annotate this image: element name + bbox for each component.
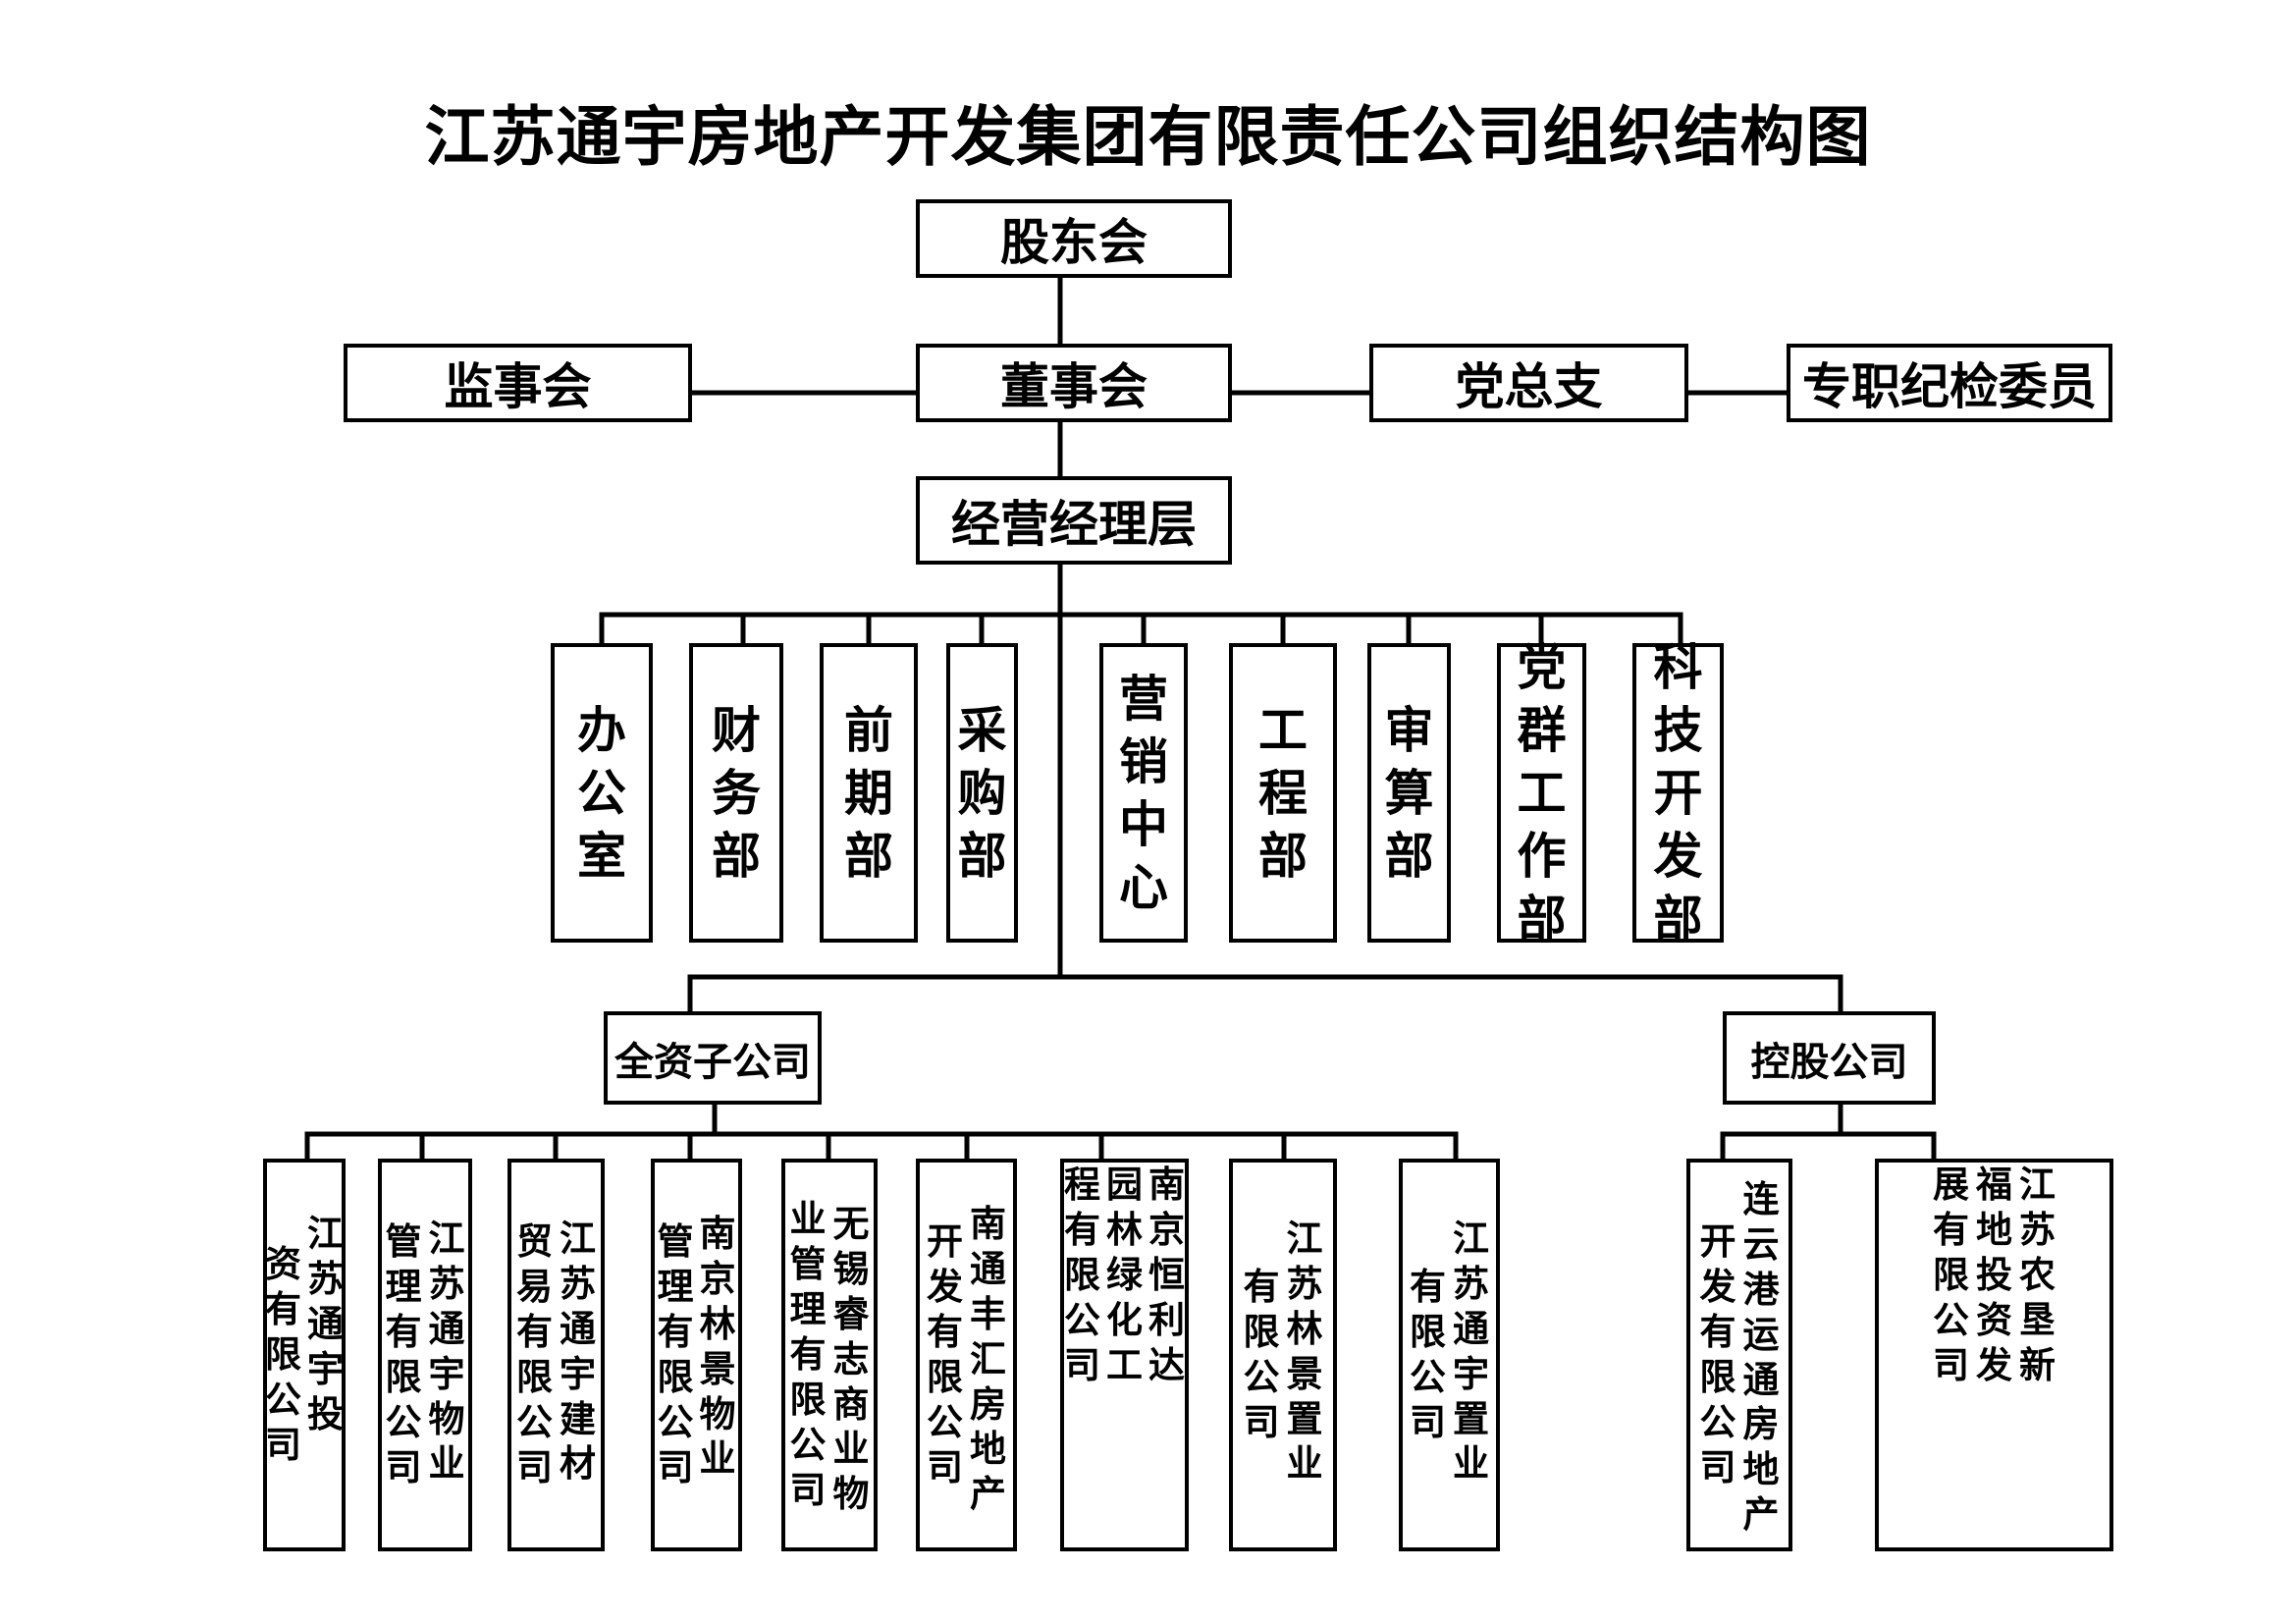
department-label: 党群工作部: [1517, 638, 1567, 947]
management-label: 经营经理层: [951, 496, 1197, 553]
holding-box: 控股公司: [1723, 1011, 1936, 1105]
party-branch-box: 党总支: [1369, 344, 1688, 422]
company-name-col2: 业管理有限公司: [789, 1198, 827, 1511]
company-name-col2: 开发有限公司: [927, 1220, 963, 1489]
company-nanjing-linjing-property: 南京林景物业 管理有限公司: [651, 1159, 742, 1551]
company-name-col2: 管理有限公司: [385, 1220, 422, 1489]
board-label: 董事会: [1000, 358, 1148, 415]
company-name-col2: 园林绿化工: [1106, 1164, 1143, 1386]
party-branch-label: 党总支: [1455, 358, 1603, 415]
company-nantong-fenghui-real-estate: 南通丰汇房地产 开发有限公司: [916, 1159, 1017, 1551]
company-nanjing-henglida-landscaping: 南京恒利达 园林绿化工 程有限公司: [1060, 1159, 1189, 1551]
company-jiangsu-linjing-real-estate: 江苏林景置业 有限公司: [1229, 1159, 1337, 1551]
company-name-col1: 江苏农垦新: [2019, 1164, 2056, 1386]
company-name-col2: 福地投资发: [1976, 1164, 2012, 1386]
company-jiangsu-tongyu-real-estate: 江苏通宇置业 有限公司: [1399, 1159, 1500, 1551]
company-tongyu-property-mgmt: 江苏通宇物业 管理有限公司: [378, 1159, 472, 1551]
company-tongyu-investment: 江苏通宇投 资有限公司: [263, 1159, 346, 1551]
department-label: 采购部: [957, 701, 1007, 885]
company-name-col3: 程有限公司: [1064, 1164, 1100, 1386]
department-marketing: 营销中心: [1099, 643, 1188, 943]
wholly-owned-label: 全资子公司: [614, 1039, 811, 1085]
company-name-col1: 南京恒利达: [1148, 1164, 1185, 1386]
department-preliminary: 前期部: [820, 643, 918, 943]
discipline-label: 专职纪检委员: [1802, 358, 2097, 415]
department-audit: 审算部: [1367, 643, 1451, 943]
department-label: 科技开发部: [1653, 638, 1703, 947]
company-wuxi-ruizhi-commercial: 无锡睿志商业物 业管理有限公司: [781, 1159, 878, 1551]
holding-label: 控股公司: [1750, 1039, 1908, 1085]
chart-title: 江苏通宇房地产开发集团有限责任公司组织结构图: [424, 99, 1872, 175]
company-name-col1: 江苏林景置业: [1286, 1218, 1323, 1486]
department-label: 营销中心: [1119, 670, 1168, 916]
company-name-col1: 江苏通宇建材: [560, 1218, 596, 1486]
shareholders-label: 股东会: [1000, 214, 1148, 271]
department-party-affairs: 党群工作部: [1497, 639, 1586, 947]
company-name-col1: 无锡睿志商业物: [832, 1203, 870, 1516]
discipline-box: 专职纪检委员: [1787, 344, 2112, 422]
department-office: 办公室: [551, 643, 653, 943]
department-label: 前期部: [844, 701, 893, 885]
company-name-col1: 南京林景物业: [699, 1213, 736, 1481]
company-jiangsu-nongken-xinfudi: 江苏农垦新 福地投资发 展有限公司: [1875, 1159, 2113, 1551]
company-name-col2: 管理有限公司: [657, 1220, 694, 1489]
company-name-col3: 展有限公司: [1933, 1164, 1969, 1386]
department-label: 审算部: [1384, 701, 1434, 885]
company-name-col1: 连云港运通房地产: [1742, 1178, 1780, 1537]
department-label: 财务部: [712, 701, 761, 885]
department-procurement: 采购部: [946, 643, 1018, 943]
department-finance: 财务部: [689, 643, 783, 943]
company-name-col2: 有限公司: [1410, 1266, 1446, 1443]
company-name-col1: 南通丰汇房地产: [970, 1203, 1006, 1516]
company-tongyu-building-materials: 江苏通宇建材 贸易有限公司: [507, 1159, 605, 1551]
department-label: 办公室: [577, 701, 626, 885]
company-name-col2: 资有限公司: [265, 1243, 301, 1466]
company-name-col1: 江苏通宇投: [307, 1213, 344, 1435]
company-lianyungang-yuntong-real-estate: 连云港运通房地产 开发有限公司: [1686, 1159, 1792, 1551]
company-name-col2: 开发有限公司: [1699, 1220, 1736, 1489]
board-box: 董事会: [916, 344, 1232, 422]
management-box: 经营经理层: [916, 476, 1232, 565]
department-label: 工程部: [1258, 701, 1308, 885]
wholly-owned-box: 全资子公司: [604, 1011, 822, 1105]
supervisors-box: 监事会: [344, 344, 692, 422]
company-name-col1: 江苏通宇物业: [428, 1218, 465, 1486]
supervisors-label: 监事会: [444, 358, 592, 415]
shareholders-box: 股东会: [916, 199, 1232, 278]
company-name-col2: 贸易有限公司: [516, 1220, 553, 1489]
company-name-col2: 有限公司: [1243, 1266, 1280, 1443]
department-engineering: 工程部: [1229, 643, 1337, 943]
company-name-col1: 江苏通宇置业: [1453, 1218, 1489, 1486]
department-tech-dev: 科技开发部: [1632, 639, 1724, 947]
